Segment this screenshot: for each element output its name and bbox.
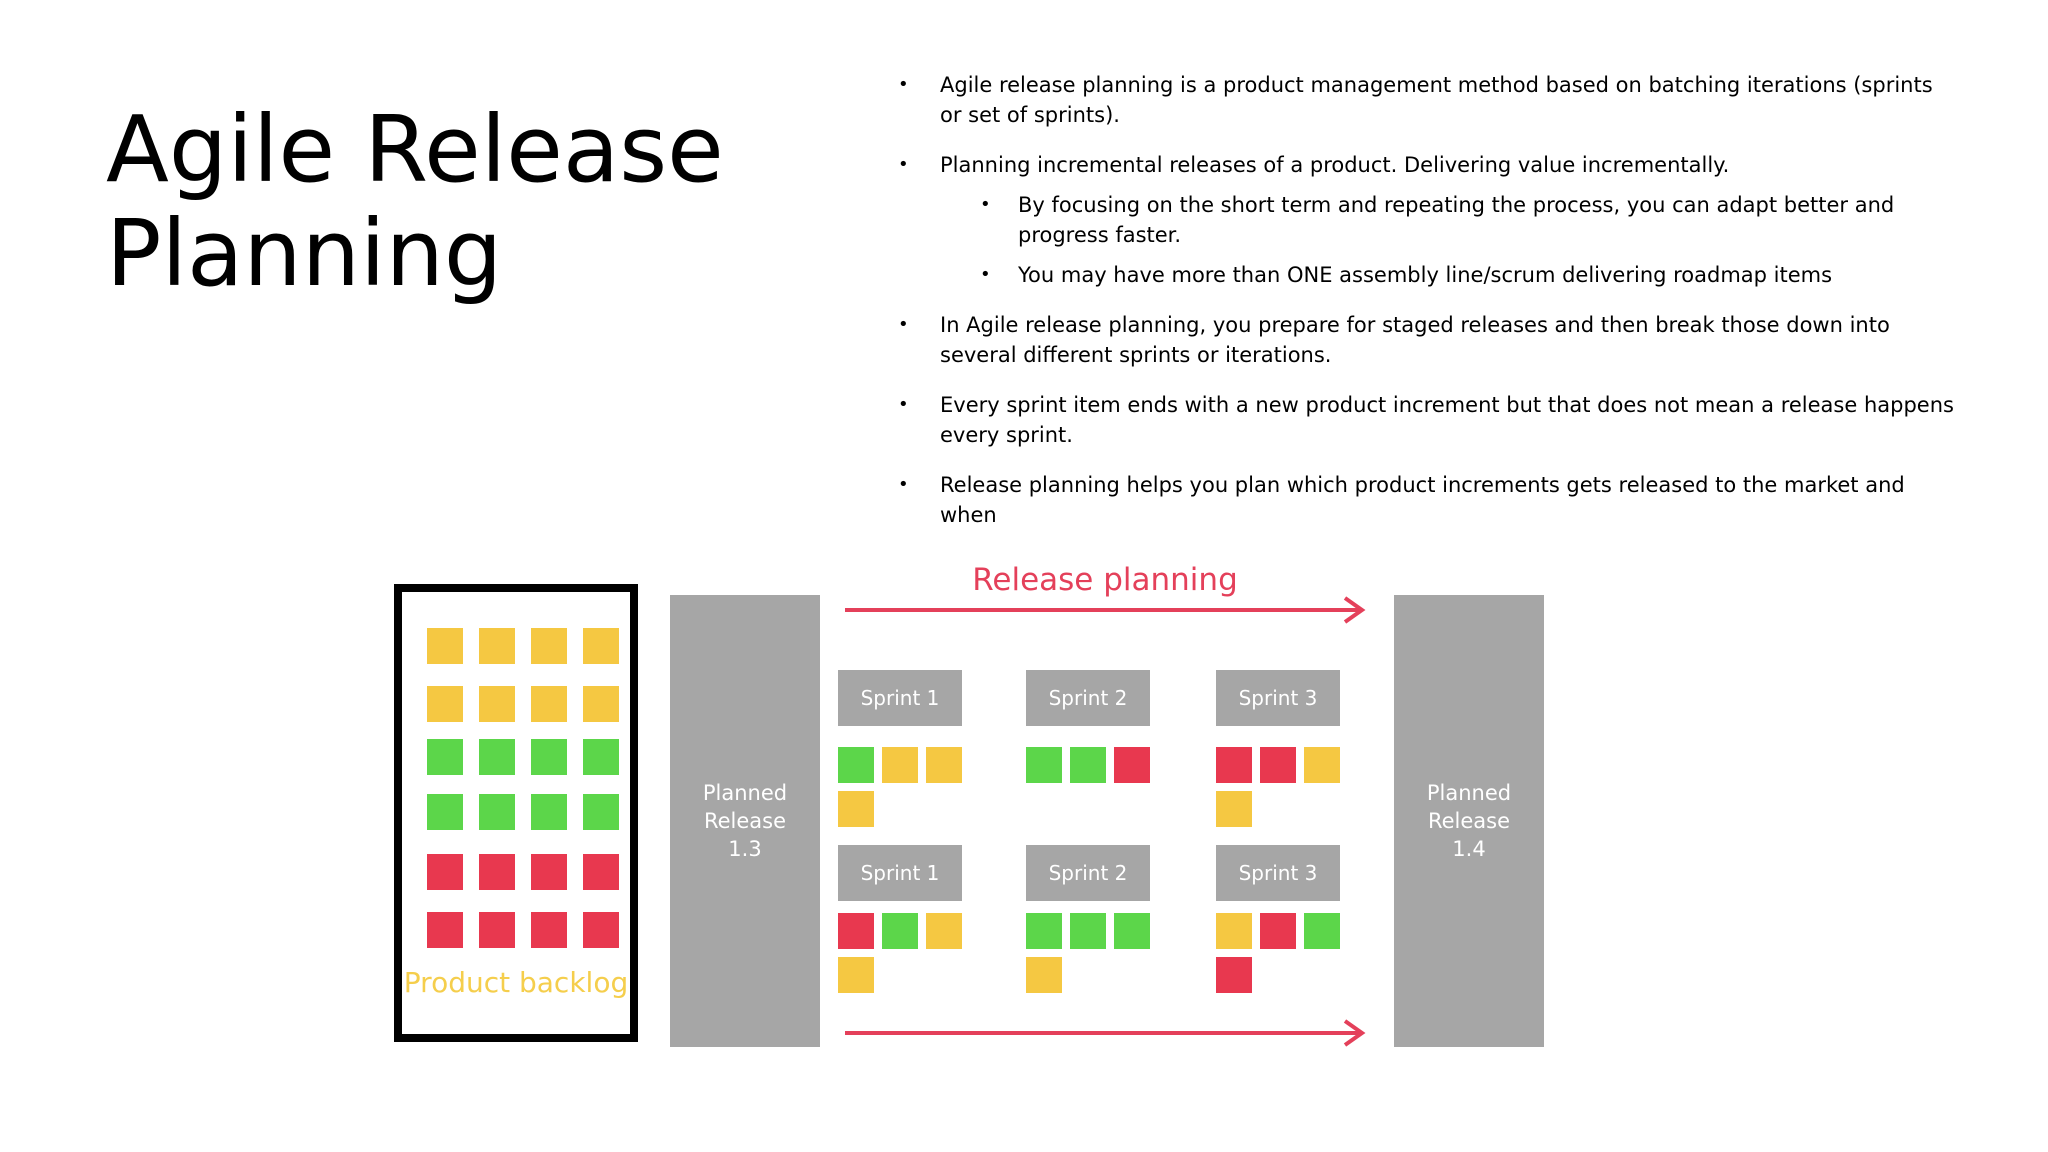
release-left-line1: Planned — [702, 781, 788, 805]
release-left-line3: 1.3 — [728, 837, 762, 861]
bullet-item: Every sprint item ends with a new produc… — [898, 390, 1958, 450]
backlog-item-green — [531, 794, 567, 830]
sprint-2-label: Sprint 2 — [1026, 670, 1150, 726]
sprint-item-yellow — [1026, 957, 1062, 993]
sprint-item-yellow — [1216, 913, 1252, 949]
bullet-list: Agile release planning is a product mana… — [898, 70, 1958, 550]
bullet-item: In Agile release planning, you prepare f… — [898, 310, 1958, 370]
backlog-item-green — [479, 739, 515, 775]
planned-release-left: Planned Release 1.3 — [670, 595, 820, 1047]
backlog-item-red — [479, 912, 515, 948]
backlog-item-yellow — [531, 628, 567, 664]
sub-bullet-item: By focusing on the short term and repeat… — [980, 190, 1958, 250]
sprint-item-red — [1216, 957, 1252, 993]
sprint-item-green — [882, 913, 918, 949]
backlog-item-red — [427, 912, 463, 948]
sprint-item-yellow — [926, 913, 962, 949]
sprint-item-red — [1216, 747, 1252, 783]
sprint-item-red — [838, 913, 874, 949]
sprint-item-green — [1304, 913, 1340, 949]
backlog-item-yellow — [531, 686, 567, 722]
backlog-item-green — [427, 794, 463, 830]
sprint-item-red — [1260, 747, 1296, 783]
sprint-item-yellow — [1304, 747, 1340, 783]
top-arrow — [845, 596, 1366, 624]
product-backlog-box — [394, 584, 638, 1042]
sprint-3-label: Sprint 3 — [1216, 670, 1340, 726]
sprint-item-yellow — [1216, 791, 1252, 827]
product-backlog-label: Product backlog — [403, 966, 629, 999]
backlog-item-green — [583, 739, 619, 775]
backlog-item-green — [583, 794, 619, 830]
release-left-line2: Release — [703, 809, 787, 833]
sprint-item-yellow — [838, 791, 874, 827]
backlog-item-yellow — [427, 628, 463, 664]
bullet-item: Release planning helps you plan which pr… — [898, 470, 1958, 530]
sprint-item-yellow — [838, 957, 874, 993]
sprint-item-green — [1070, 913, 1106, 949]
slide-title: Agile Release Planning — [106, 98, 826, 306]
sprint-item-yellow — [926, 747, 962, 783]
bullet-text: Planning incremental releases of a produ… — [940, 153, 1730, 177]
backlog-item-yellow — [583, 686, 619, 722]
backlog-item-green — [531, 739, 567, 775]
backlog-item-yellow — [427, 686, 463, 722]
sprint-item-green — [838, 747, 874, 783]
sprint-item-yellow — [882, 747, 918, 783]
backlog-item-red — [531, 912, 567, 948]
backlog-item-yellow — [479, 628, 515, 664]
sprint-2-label: Sprint 2 — [1026, 845, 1150, 901]
title-line-2: Planning — [106, 200, 503, 307]
backlog-item-red — [583, 912, 619, 948]
title-line-1: Agile Release — [106, 96, 724, 203]
bottom-arrow — [845, 1019, 1366, 1047]
sprint-item-green — [1026, 747, 1062, 783]
sprint-3-label: Sprint 3 — [1216, 845, 1340, 901]
planned-release-right: Planned Release 1.4 — [1394, 595, 1544, 1047]
backlog-item-yellow — [479, 686, 515, 722]
sprint-item-red — [1114, 747, 1150, 783]
sprint-item-green — [1070, 747, 1106, 783]
backlog-item-green — [479, 794, 515, 830]
backlog-item-red — [479, 854, 515, 890]
release-right-line1: Planned — [1426, 781, 1512, 805]
backlog-item-yellow — [583, 628, 619, 664]
bullet-item: Agile release planning is a product mana… — [898, 70, 1958, 130]
sprint-item-green — [1114, 913, 1150, 949]
sprint-1-label: Sprint 1 — [838, 845, 962, 901]
sprint-item-red — [1260, 913, 1296, 949]
release-right-line2: Release — [1427, 809, 1511, 833]
bullet-item: Planning incremental releases of a produ… — [898, 150, 1958, 290]
backlog-item-red — [427, 854, 463, 890]
backlog-item-green — [427, 739, 463, 775]
backlog-item-red — [583, 854, 619, 890]
sprint-1-label: Sprint 1 — [838, 670, 962, 726]
release-planning-label: Release planning — [972, 562, 1238, 598]
sub-bullet-item: You may have more than ONE assembly line… — [980, 260, 1958, 290]
backlog-item-red — [531, 854, 567, 890]
sprint-item-green — [1026, 913, 1062, 949]
sub-bullet-list: By focusing on the short term and repeat… — [940, 190, 1958, 290]
release-right-line3: 1.4 — [1452, 837, 1486, 861]
